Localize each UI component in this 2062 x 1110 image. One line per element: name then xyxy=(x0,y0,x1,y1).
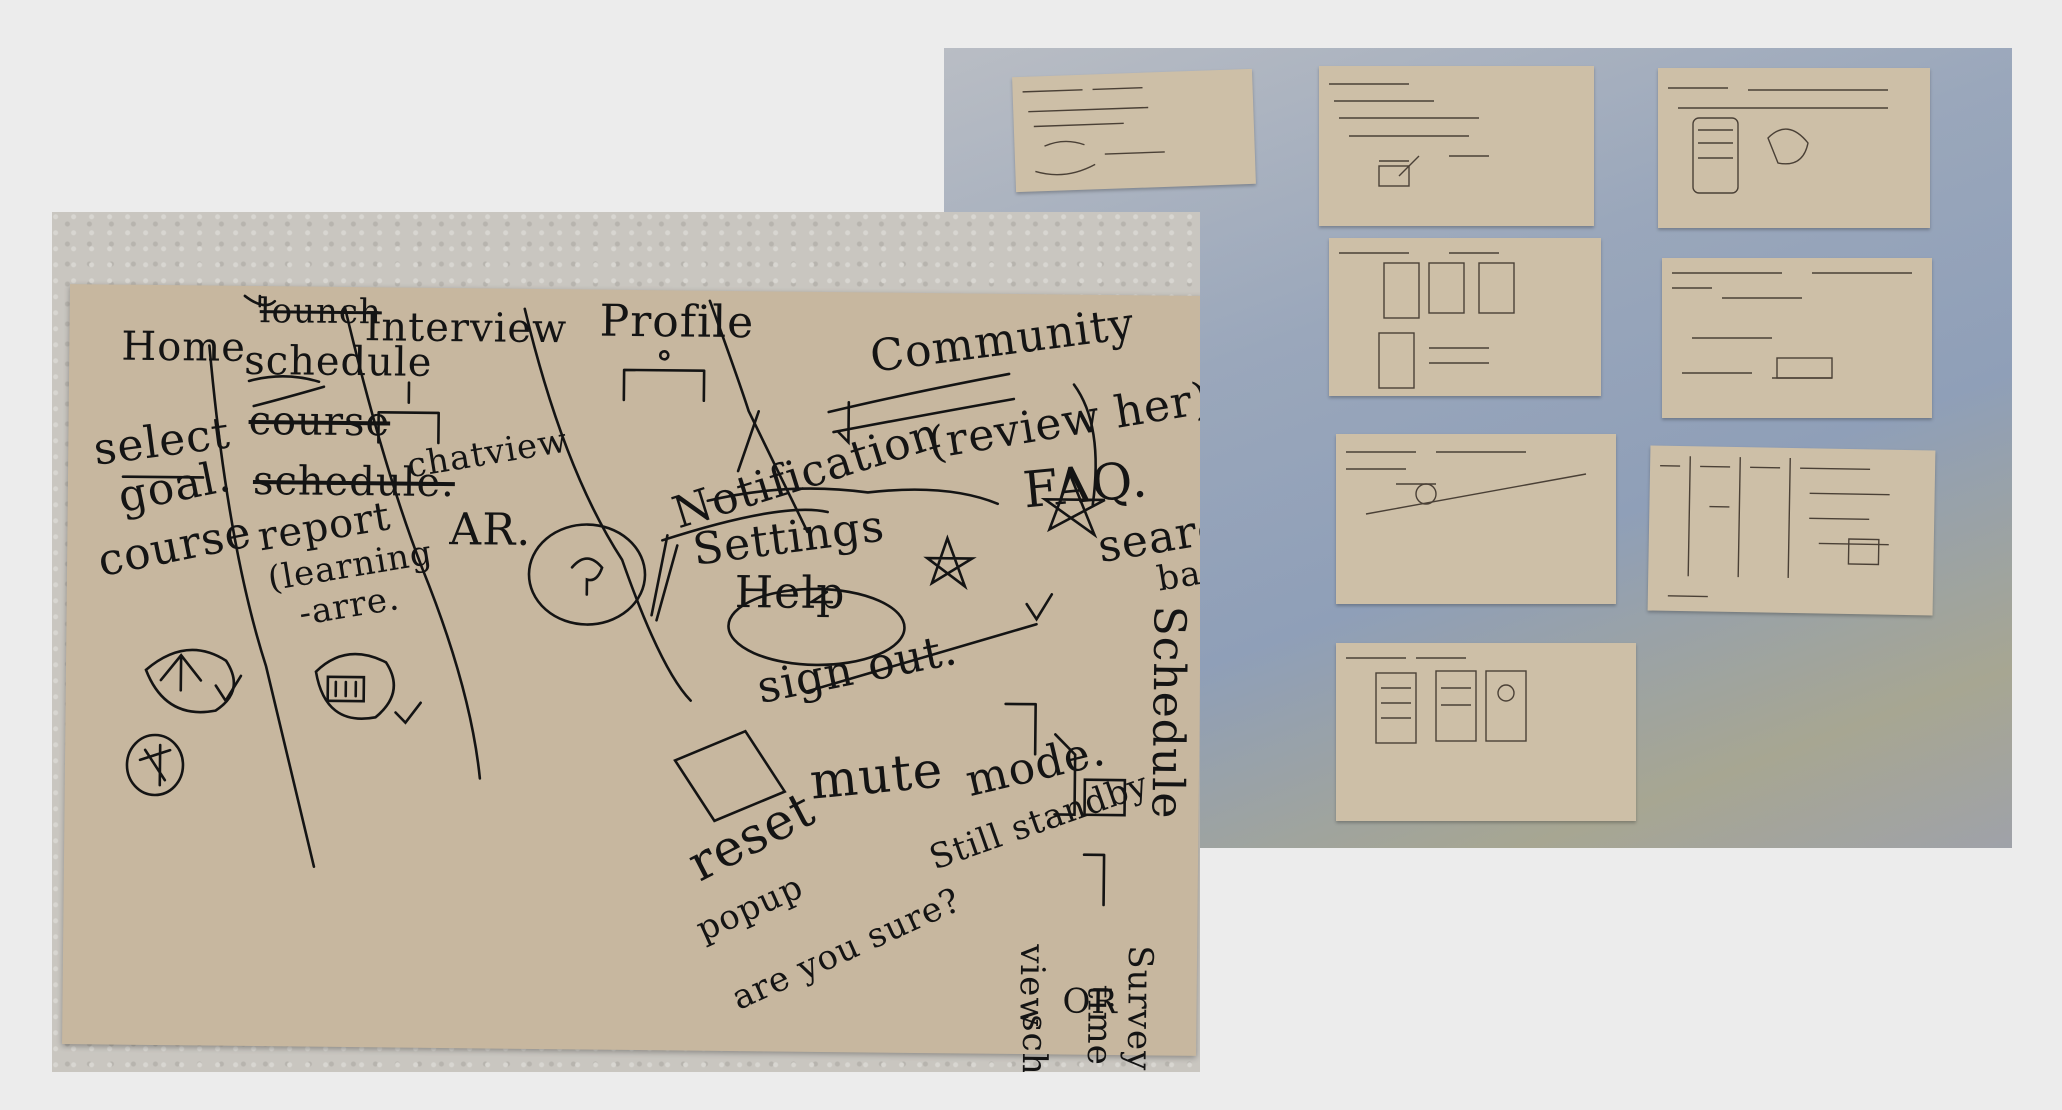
sketch-note xyxy=(1319,66,1594,226)
sketch-note xyxy=(1329,238,1601,396)
sketch-note xyxy=(1658,68,1930,228)
sketch-note xyxy=(1647,445,1936,616)
schedule-crossed-item: lounch xyxy=(259,291,383,333)
sketch-note xyxy=(1012,68,1256,193)
bottom-item-time: time xyxy=(1078,984,1120,1067)
profile-item-help: Help xyxy=(734,567,846,620)
community-item-faq: FAQ. xyxy=(1020,449,1151,520)
community-item-bar: bar xyxy=(1154,550,1200,600)
interview-item: AR. xyxy=(449,504,532,556)
bottom-item-schedu: schedu. xyxy=(1013,1014,1054,1072)
sketch-paper: Home schedule Interview Profile Communit… xyxy=(62,284,1200,1072)
profile-item-mute: mute xyxy=(807,740,946,811)
tab-interview: Interview xyxy=(364,304,568,353)
schedule-crossed-item: course xyxy=(248,397,391,446)
community-item-schedule: Schedule xyxy=(1141,605,1195,820)
tab-home: Home xyxy=(121,323,247,371)
tab-profile: Profile xyxy=(599,295,755,349)
bottom-item-survey: Survey xyxy=(1118,945,1161,1072)
sketch-lines xyxy=(121,294,1127,907)
sketch-note xyxy=(1662,258,1932,418)
sketch-note xyxy=(1336,434,1616,604)
photo-main-sketch: Home schedule Interview Profile Communit… xyxy=(52,212,1200,1072)
sketch-note xyxy=(1336,643,1636,821)
